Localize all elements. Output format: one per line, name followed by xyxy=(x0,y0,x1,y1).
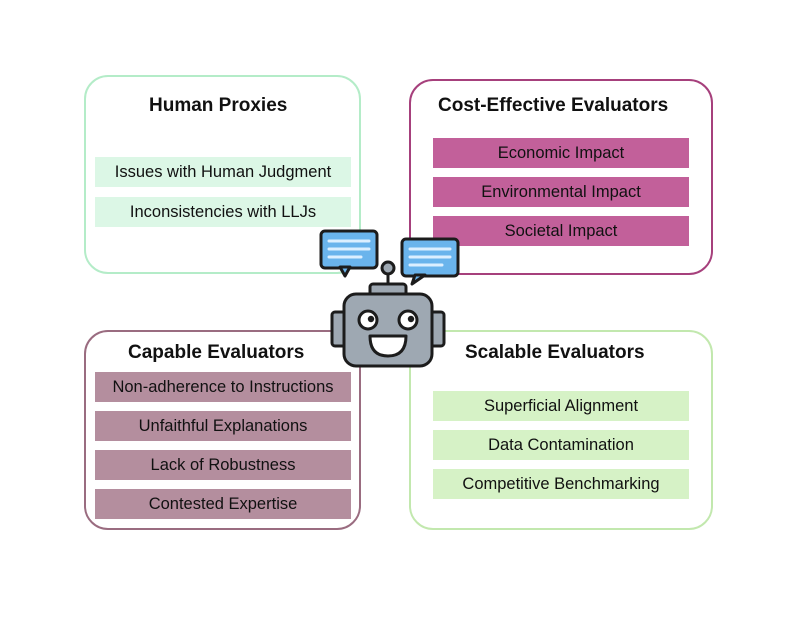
capable-evaluators-item: Non-adherence to Instructions xyxy=(95,372,351,402)
cost-effective-item: Environmental Impact xyxy=(433,177,689,207)
cost-effective-title: Cost-Effective Evaluators xyxy=(438,95,669,116)
cost-effective-item: Societal Impact xyxy=(433,216,689,246)
robot-illustration xyxy=(319,229,460,368)
human-proxies-item: Inconsistencies with LLJs xyxy=(95,197,351,227)
scalable-evaluators-item: Data Contamination xyxy=(433,430,689,460)
capable-evaluators-item: Contested Expertise xyxy=(95,489,351,519)
scalable-evaluators-title: Scalable Evaluators xyxy=(465,342,645,363)
capable-evaluators-item: Lack of Robustness xyxy=(95,450,351,480)
cost-effective-item: Economic Impact xyxy=(433,138,689,168)
scalable-evaluators-item: Competitive Benchmarking xyxy=(433,469,689,499)
robot-icon xyxy=(330,260,446,368)
speech-bubble-icon xyxy=(400,237,460,286)
speech-bubble-icon xyxy=(319,229,379,278)
capable-evaluators-item: Unfaithful Explanations xyxy=(95,411,351,441)
capable-evaluators-title: Capable Evaluators xyxy=(128,342,305,363)
scalable-evaluators-item: Superficial Alignment xyxy=(433,391,689,421)
human-proxies-title: Human Proxies xyxy=(149,95,288,116)
human-proxies-item: Issues with Human Judgment xyxy=(95,157,351,187)
